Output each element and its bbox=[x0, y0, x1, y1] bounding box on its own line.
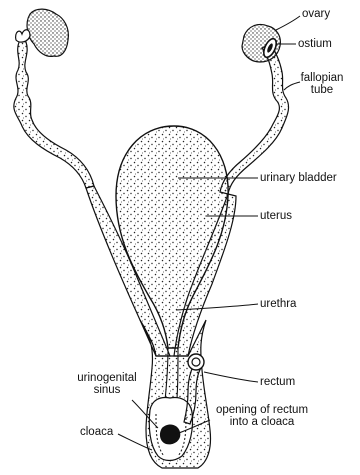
left-fimbriae bbox=[16, 30, 30, 42]
label-sinus-line2: sinus bbox=[64, 384, 150, 396]
left-fallopian-tube bbox=[14, 40, 94, 188]
label-uterus: uterus bbox=[260, 210, 292, 222]
leader-rectum bbox=[204, 372, 258, 382]
label-urinary-bladder: urinary bladder bbox=[260, 172, 337, 184]
label-ovary: ovary bbox=[302, 8, 330, 20]
leader-ovary bbox=[276, 16, 300, 30]
urinary-bladder bbox=[116, 126, 228, 348]
left-ovary bbox=[27, 9, 68, 56]
label-sinus-line1: urinogenital bbox=[64, 372, 150, 384]
label-opening-line1: opening of rectum bbox=[206, 404, 318, 416]
label-urethra: urethra bbox=[260, 298, 296, 310]
label-opening-line2: into a cloaca bbox=[206, 416, 318, 428]
label-ostium: ostium bbox=[298, 38, 332, 50]
label-fallopian-line2: tube bbox=[294, 84, 350, 96]
label-cloaca: cloaca bbox=[80, 426, 113, 438]
label-rectum: rectum bbox=[260, 376, 295, 388]
label-fallopian-tube: fallopian tube bbox=[294, 72, 350, 96]
label-opening-of-rectum: opening of rectum into a cloaca bbox=[206, 404, 318, 428]
label-fallopian-line1: fallopian bbox=[294, 72, 350, 84]
label-urinogenital-sinus: urinogenital sinus bbox=[64, 372, 150, 396]
